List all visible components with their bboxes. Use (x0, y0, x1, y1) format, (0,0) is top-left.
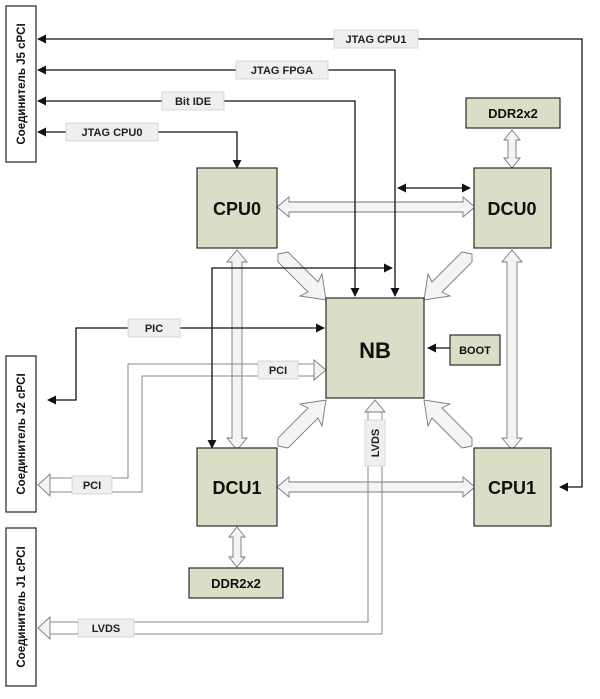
block-ddr-top-label: DDR2x2 (488, 106, 538, 121)
connector-j2: Соединитель J2 cPCI (5, 355, 37, 513)
bus-ddr-top-dcu0 (503, 129, 521, 169)
lvds-nb-arrowhead (364, 399, 386, 413)
tag-bit-ide-label: Bit IDE (175, 96, 211, 108)
bus-dcu0-nb (423, 251, 473, 301)
tag-lvds-vertical-label: LVDS (370, 429, 382, 458)
tag-jtag-cpu0: JTAG CPU0 (65, 122, 159, 142)
tag-jtag-cpu0-label: JTAG CPU0 (82, 127, 143, 139)
wire-jtag-fpga (37, 65, 400, 297)
tag-pci-j2-label: PCI (83, 480, 101, 492)
connector-j1: Соединитель J1 cPCI (5, 527, 37, 687)
tag-lvds-vertical: LVDS (364, 419, 386, 467)
bus-cpu0-nb (277, 251, 327, 301)
connector-j2-label: Соединитель J2 cPCI (16, 373, 28, 494)
tag-lvds-j1-label: LVDS (92, 623, 121, 635)
pci-j2-arrowhead (37, 472, 51, 498)
wire-pic (47, 323, 325, 405)
bus-cpu1-nb (423, 399, 473, 449)
bus-dcu1-nb (277, 399, 327, 449)
bus-dcu1-cpu1 (276, 476, 476, 498)
block-dcu1: DCU1 (196, 447, 278, 527)
block-cpu0-label: CPU0 (213, 199, 261, 219)
block-ddr-bottom-label: DDR2x2 (211, 576, 261, 591)
bus-pci-nb-j2 (50, 363, 318, 493)
block-dcu0: DCU0 (473, 167, 552, 249)
tag-pci-nb: PCI (257, 360, 299, 380)
tag-pic: PIC (127, 318, 181, 338)
wire-dcu1-nb (207, 263, 393, 449)
bus-dcu1-ddr-bottom (228, 526, 246, 568)
bus-cpu0-dcu1 (226, 249, 248, 451)
wire-jtag-cpu1 (37, 34, 583, 492)
block-boot: BOOT (449, 334, 501, 366)
block-cpu0: CPU0 (196, 167, 278, 249)
connector-j5-label: Соединитель J5 cPCI (16, 23, 28, 144)
block-dcu1-label: DCU1 (212, 478, 261, 498)
connector-j5: Соединитель J5 cPCI (5, 5, 37, 163)
block-nb: NB (325, 297, 425, 399)
bus-dcu0-cpu1 (501, 249, 523, 451)
bus-cpu0-dcu0 (276, 196, 476, 218)
block-ddr-top: DDR2x2 (465, 97, 561, 129)
lvds-j1-arrowhead (37, 615, 51, 641)
tag-jtag-fpga-label: JTAG FPGA (251, 65, 313, 77)
tag-pic-label: PIC (145, 323, 163, 335)
block-cpu1-label: CPU1 (488, 478, 536, 498)
block-dcu0-label: DCU0 (487, 199, 536, 219)
block-cpu1: CPU1 (473, 447, 552, 527)
block-ddr-bottom: DDR2x2 (188, 567, 284, 599)
tag-jtag-cpu1-label: JTAG CPU1 (346, 34, 407, 46)
wire-bit-ide (37, 96, 360, 297)
pci-nb-arrowhead (313, 359, 327, 381)
tag-bit-ide: Bit IDE (161, 91, 225, 111)
tag-lvds-j1: LVDS (77, 618, 135, 638)
tag-jtag-cpu1: JTAG CPU1 (333, 29, 419, 49)
tag-pci-j2: PCI (71, 475, 113, 495)
tag-pci-nb-label: PCI (269, 365, 287, 377)
block-boot-label: BOOT (459, 345, 491, 357)
tag-jtag-fpga: JTAG FPGA (235, 60, 329, 80)
block-nb-label: NB (359, 338, 391, 363)
connector-j1-label: Соединитель J1 cPCI (16, 546, 28, 667)
